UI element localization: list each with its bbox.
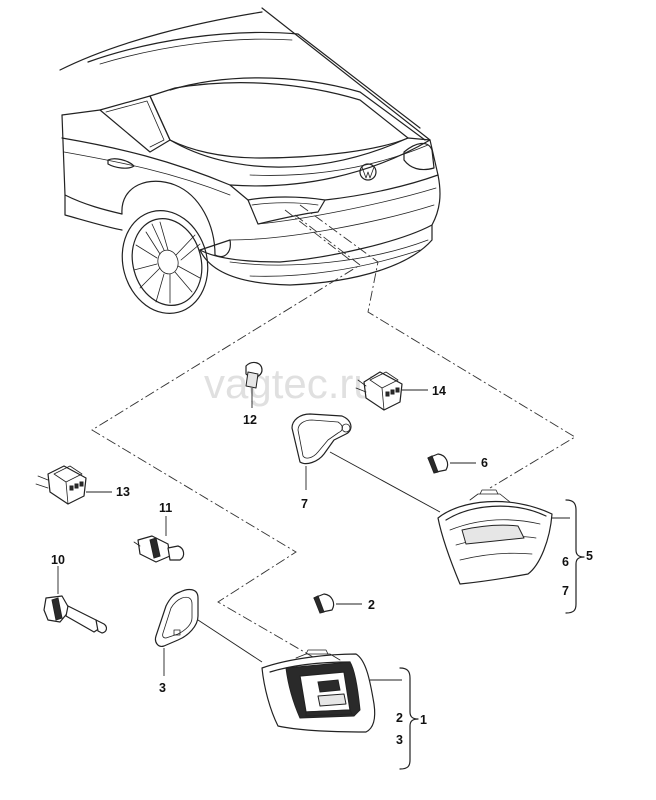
guide-lines (91, 204, 576, 691)
callout-10: 10 (51, 553, 65, 567)
callout-1: 1 (420, 713, 427, 727)
callout-13: 13 (116, 485, 130, 499)
part-3-gasket (154, 588, 263, 676)
part-12-clip (245, 361, 263, 408)
callout-5: 5 (586, 549, 593, 563)
callout-7-group: 7 (562, 584, 569, 598)
callout-2-bulb: 2 (368, 598, 375, 612)
part-10-bulb-holder (43, 566, 108, 634)
callout-6-bulb: 6 (481, 456, 488, 470)
part-6-bulb (427, 453, 476, 474)
callout-12: 12 (243, 413, 257, 427)
part-11-bulb-holder (133, 516, 185, 563)
callout-6-group: 6 (562, 555, 569, 569)
callout-2-group: 2 (396, 711, 403, 725)
callout-labels: 14 12 7 6 5 6 7 13 11 10 3 2 1 2 3 (51, 384, 593, 747)
part-5-inner-tail-lamp (437, 489, 585, 614)
callout-11: 11 (159, 501, 172, 515)
callout-3-gasket: 3 (159, 681, 166, 695)
callout-7-gasket: 7 (301, 497, 308, 511)
part-7-gasket (291, 413, 441, 513)
part-2-bulb (313, 593, 362, 614)
part-1-outer-tail-lamp (261, 649, 419, 770)
car-rear-illustration (59, 7, 441, 314)
callout-3-group: 3 (396, 733, 403, 747)
wheel-drawing (121, 210, 209, 314)
callout-14: 14 (432, 384, 446, 398)
watermark-text: vagtec.ru (204, 360, 377, 407)
part-14-connector (355, 371, 428, 411)
part-13-connector (35, 465, 112, 505)
